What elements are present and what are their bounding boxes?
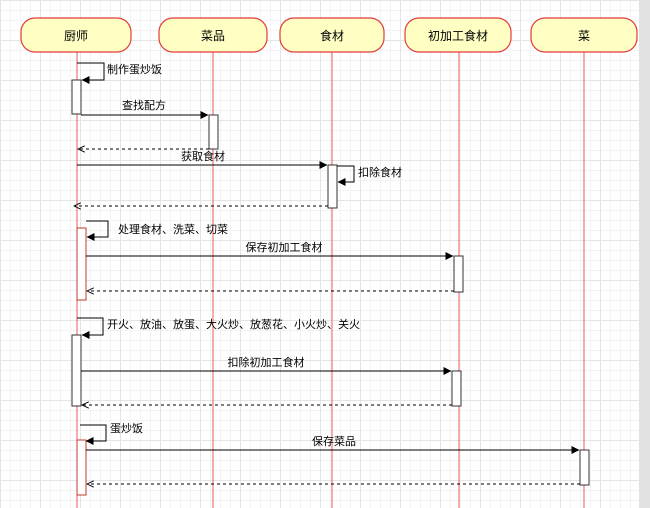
canvas-edge [639,0,650,508]
activation-preprocessed-1 [453,255,464,293]
participant-label: 食材 [320,28,344,43]
message-save-preprocessed: 保存初加工食材 [86,240,454,260]
participant-label: 菜品 [201,29,225,43]
participant-chef[interactable]: 厨师 [20,17,132,53]
participant-dish[interactable]: 菜品 [158,17,268,53]
activation-dish-1 [208,114,219,150]
message-label: 开火、放油、放蛋、大火炒、放葱花、小火炒、关火 [107,317,360,331]
message-save-dish: 保存菜品 [86,434,580,454]
message-label: 查找配方 [122,98,166,112]
message-get-ingredient: 获取食材 [77,149,328,169]
activation-ingredient-1 [327,164,338,209]
message-label: 蛋炒饭 [110,422,143,435]
message-self-make-fried-rice: 制作蛋炒饭 [77,62,162,84]
participant-preprocessed[interactable]: 初加工食材 [404,17,512,53]
message-lookup-recipe: 查找配方 [81,98,209,119]
activation-chef-1 [71,79,82,115]
message-label: 制作蛋炒饭 [107,63,162,76]
participant-food[interactable]: 菜 [530,17,638,53]
message-self-fried-rice: 蛋炒饭 [80,422,143,445]
message-deduct-preprocessed: 扣除初加工食材 [81,355,452,375]
message-label: 保存菜品 [312,434,356,448]
participant-label: 厨师 [64,29,88,43]
message-label: 扣除初加工食材 [228,355,305,369]
activation-chef-4 [76,439,87,496]
message-label: 扣除食材 [358,165,402,179]
message-label: 获取食材 [181,149,225,163]
activation-chef-3 [71,334,82,407]
message-self-cooking-steps: 开火、放油、放蛋、大火炒、放葱花、小火炒、关火 [77,317,360,339]
message-label: 处理食材、洗菜、切菜 [118,222,228,236]
activation-preprocessed-2 [451,370,462,407]
participant-label: 初加工食材 [428,28,488,43]
message-self-prepare-ingredients: 处理食材、洗菜、切菜 [86,220,228,241]
participant-label: 菜 [578,29,590,43]
message-label: 保存初加工食材 [246,240,323,254]
activation-chef-2 [76,227,87,301]
activation-food-1 [579,449,590,486]
message-self-deduct-ingredient: 扣除食材 [337,165,402,186]
participant-ingredient[interactable]: 食材 [279,17,385,53]
